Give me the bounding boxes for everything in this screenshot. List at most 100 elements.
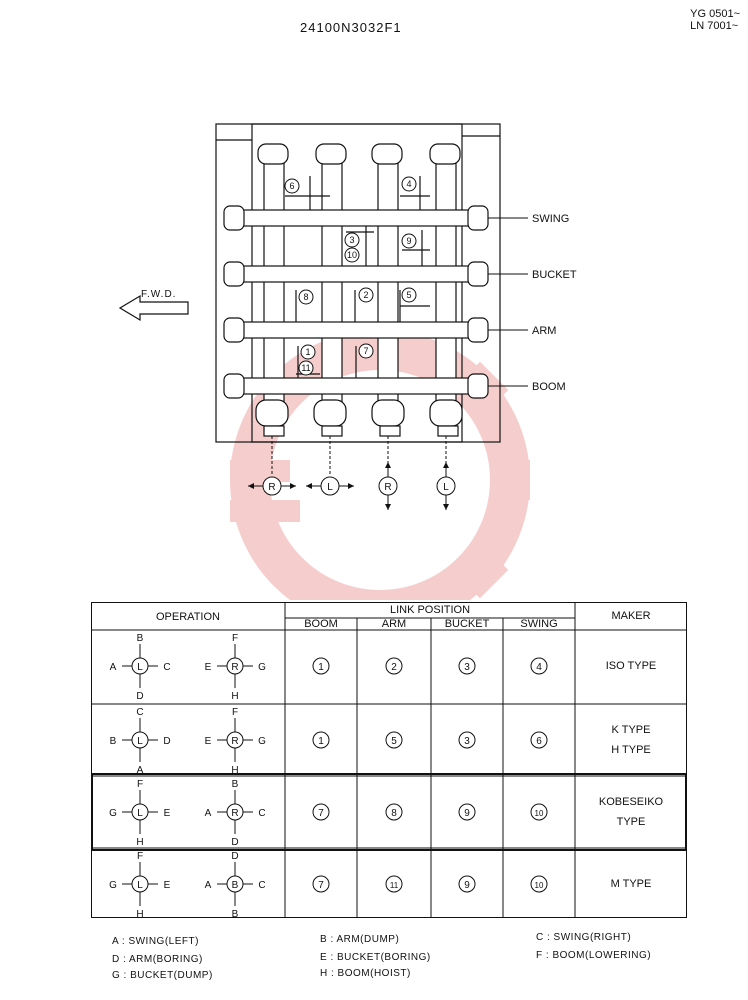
link-number: 3 bbox=[464, 736, 470, 747]
left-joystick-up-label: C bbox=[136, 707, 143, 718]
linkage-drawing: 6 4 3 10 9 8 2 5 1 11 7 SWING BUCKET ARM… bbox=[118, 123, 577, 600]
lever-label-arm: ARM bbox=[532, 325, 556, 337]
link-position-cell: 7 bbox=[312, 875, 330, 893]
left-joystick-down-label: D bbox=[136, 691, 143, 702]
link-circle bbox=[385, 657, 403, 675]
left-joystick-center-label: L bbox=[137, 880, 143, 891]
link-position-cell: 10 bbox=[530, 803, 548, 821]
link-11-label: 11 bbox=[301, 363, 310, 373]
right-joystick-down-label: D bbox=[231, 837, 238, 848]
left-joystick-up-label: B bbox=[137, 633, 144, 644]
link-circle bbox=[530, 803, 548, 821]
maker-name: KOBESEIKO bbox=[598, 796, 664, 808]
serial-line-1: YG 0501~ bbox=[690, 8, 740, 20]
right-joystick-down-label: B bbox=[232, 909, 239, 920]
link-position-cell: 1 bbox=[312, 731, 330, 749]
right-joystick-right-label: C bbox=[258, 880, 265, 891]
link-position-header: LINK POSITION bbox=[389, 604, 471, 616]
link-position-cell: 6 bbox=[530, 731, 548, 749]
right-joystick-left-label: E bbox=[205, 662, 212, 673]
link-10-label: 10 bbox=[347, 250, 357, 260]
legend-c: C : SWING(RIGHT) bbox=[536, 932, 632, 943]
link-position-cell: 9 bbox=[458, 875, 476, 893]
maker-cell: K TYPE H TYPE bbox=[575, 720, 687, 760]
hand-label-4: L bbox=[443, 482, 449, 493]
link-circle bbox=[458, 803, 476, 821]
link-number: 5 bbox=[391, 736, 397, 747]
link-position-cell: 8 bbox=[385, 803, 403, 821]
link-circle bbox=[385, 731, 403, 749]
maker-name: ISO TYPE bbox=[605, 660, 657, 672]
legend-e: E : BUCKET(BORING) bbox=[320, 952, 431, 963]
left-joystick-down-label: H bbox=[136, 909, 143, 920]
valve-housing bbox=[215, 123, 501, 443]
col-boom: BOOM bbox=[304, 618, 338, 630]
link-6-label: 6 bbox=[289, 181, 294, 191]
legend-a: A : SWING(LEFT) bbox=[112, 936, 199, 947]
link-position-cell: 9 bbox=[458, 803, 476, 821]
link-circle bbox=[312, 731, 330, 749]
link-circle bbox=[385, 875, 403, 893]
col-arm: ARM bbox=[381, 618, 407, 630]
left-joystick-center bbox=[131, 657, 149, 675]
maker-header: MAKER bbox=[611, 610, 651, 622]
link-number: 1 bbox=[318, 662, 324, 673]
maker-name: H TYPE bbox=[611, 744, 651, 756]
link-number: 1 bbox=[318, 736, 324, 747]
right-joystick-right-label: C bbox=[258, 808, 265, 819]
link-position-cell: 4 bbox=[530, 657, 548, 675]
left-joystick-left-label: G bbox=[109, 808, 117, 819]
link-circle bbox=[312, 803, 330, 821]
col-swing: SWING bbox=[520, 618, 558, 630]
link-3-label: 3 bbox=[349, 235, 354, 245]
forward-arrow-icon bbox=[118, 294, 189, 322]
lever-label-swing: SWING bbox=[532, 213, 569, 225]
right-joystick-center-label: R bbox=[231, 736, 238, 747]
left-joystick-left-label: B bbox=[110, 736, 117, 747]
lever-label-bucket: BUCKET bbox=[532, 269, 577, 281]
left-joystick-down-label: A bbox=[137, 765, 144, 776]
legend-d: D : ARM(BORING) bbox=[112, 954, 203, 965]
right-joystick-up-label: F bbox=[232, 633, 238, 644]
right-joystick-left-label: A bbox=[205, 880, 212, 891]
link-number: 3 bbox=[464, 662, 470, 673]
link-number: 4 bbox=[536, 662, 542, 673]
link-position-cell: 2 bbox=[385, 657, 403, 675]
left-joystick-center-label: L bbox=[137, 736, 143, 747]
pattern-table bbox=[91, 602, 687, 918]
link-position-cell: 3 bbox=[458, 657, 476, 675]
serial-range: YG 0501~ LN 7001~ bbox=[690, 8, 740, 32]
link-position-cell: 10 bbox=[530, 875, 548, 893]
link-5-label: 5 bbox=[406, 290, 411, 300]
link-number: 7 bbox=[318, 880, 324, 891]
left-joystick-left-label: G bbox=[109, 880, 117, 891]
link-1-label: 1 bbox=[305, 347, 310, 357]
link-number: 10 bbox=[535, 809, 544, 818]
link-circle bbox=[312, 657, 330, 675]
link-number: 11 bbox=[390, 881, 399, 890]
hand-label-1: R bbox=[268, 482, 275, 493]
lever-shafts bbox=[223, 205, 489, 399]
serial-line-2: LN 7001~ bbox=[690, 20, 739, 32]
link-circle bbox=[530, 731, 548, 749]
link-circle bbox=[458, 657, 476, 675]
right-joystick-up-label: B bbox=[232, 779, 239, 790]
right-joystick-center-label: B bbox=[232, 880, 239, 891]
link-number: 7 bbox=[318, 808, 324, 819]
legend-f: F : BOOM(LOWERING) bbox=[536, 950, 652, 961]
link-number: 8 bbox=[391, 808, 397, 819]
link-number-markers bbox=[284, 176, 417, 376]
left-joystick-center-label: L bbox=[137, 662, 143, 673]
left-joystick-up-label: F bbox=[137, 779, 143, 790]
right-joystick-right-label: G bbox=[258, 662, 266, 673]
legend-b: B : ARM(DUMP) bbox=[320, 934, 400, 945]
link-position-cell: 1 bbox=[312, 657, 330, 675]
maker-name: K TYPE bbox=[611, 724, 651, 736]
forward-label: F.W.D. bbox=[141, 289, 177, 300]
legend-g: G : BUCKET(DUMP) bbox=[112, 970, 213, 981]
legend-h: H : BOOM(HOIST) bbox=[320, 968, 411, 979]
right-joystick-center bbox=[226, 875, 244, 893]
